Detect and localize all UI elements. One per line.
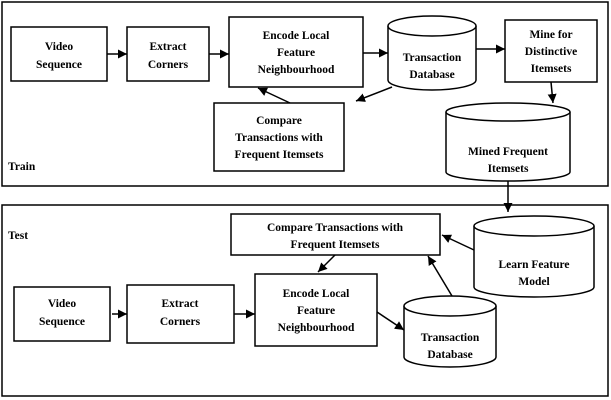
test-video-sequence-line1: Video	[48, 298, 77, 310]
arrow-test-encode-to-database	[376, 311, 405, 331]
test-learn-line1: Learn Feature	[498, 259, 569, 271]
train-compare-line2: Transactions with	[235, 132, 323, 144]
test-transaction-database-line2: Database	[427, 349, 472, 361]
test-compare-box: Compare Transactions with Frequent Items…	[230, 213, 441, 256]
train-extract-corners-box: Extract Corners	[126, 26, 210, 82]
test-extract-corners-box: Extract Corners	[126, 284, 235, 344]
train-encode-box: Encode Local Feature Neighbourhood	[228, 16, 364, 88]
test-compare-line1: Compare Transactions with	[267, 222, 404, 234]
train-mine-line1: Mine for	[529, 29, 572, 41]
test-learn-line2: Model	[518, 276, 549, 288]
test-encode-line3: Neighbourhood	[278, 322, 355, 334]
train-video-sequence-line1: Video	[45, 41, 74, 53]
arrow-train-database-to-compare	[355, 86, 393, 102]
train-mined-frequent-line2: Itemsets	[488, 163, 529, 175]
train-transaction-database-line1: Transaction	[403, 52, 462, 64]
train-mine-line3: Itemsets	[531, 63, 572, 75]
train-transaction-database-cylinder: Transaction Database	[387, 15, 477, 91]
test-learn-cylinder: Learn Feature Model	[473, 215, 595, 298]
arrow-train-mine-to-mined	[547, 81, 557, 104]
train-mine-line2: Distinctive	[525, 46, 577, 58]
test-compare-line2: Frequent Itemsets	[291, 239, 380, 251]
train-compare-box: Compare Transactions with Frequent Items…	[213, 102, 345, 172]
arrow-train-compare-to-encode	[257, 87, 291, 104]
train-mined-frequent-line1: Mined Frequent	[468, 146, 548, 158]
test-transaction-database-line1: Transaction	[421, 332, 480, 344]
test-video-sequence-box: Video Sequence	[13, 286, 111, 342]
arrow-test-learn-to-compare	[441, 234, 475, 251]
test-encode-line2: Feature	[297, 305, 335, 317]
test-extract-corners-line2: Corners	[160, 316, 201, 328]
train-mine-box: Mine for Distinctive Itemsets	[504, 19, 598, 83]
train-compare-line1: Compare	[256, 115, 302, 127]
train-encode-line2: Feature	[277, 47, 315, 59]
test-video-sequence-line2: Sequence	[39, 316, 85, 328]
train-panel-label: Train	[8, 161, 36, 173]
train-compare-line3: Frequent Itemsets	[235, 149, 324, 161]
train-video-sequence-line2: Sequence	[36, 59, 82, 71]
test-panel-label: Test	[8, 230, 28, 242]
train-extract-corners-line2: Corners	[148, 59, 189, 71]
arrow-test-database-to-compare	[427, 255, 453, 297]
train-mined-frequent-cylinder: Mined Frequent Itemsets	[445, 102, 571, 182]
train-video-sequence-box: Video Sequence	[10, 26, 108, 82]
test-transaction-database-cylinder: Transaction Database	[403, 295, 497, 368]
test-extract-corners-line1: Extract	[161, 298, 198, 310]
arrow-test-compare-to-encode	[317, 254, 336, 273]
train-extract-corners-line1: Extract	[149, 41, 186, 53]
train-encode-line3: Neighbourhood	[258, 64, 335, 76]
test-encode-line1: Encode Local	[283, 288, 350, 300]
train-encode-line1: Encode Local	[263, 30, 330, 42]
test-encode-box: Encode Local Feature Neighbourhood	[254, 273, 378, 347]
train-transaction-database-line2: Database	[409, 69, 454, 81]
